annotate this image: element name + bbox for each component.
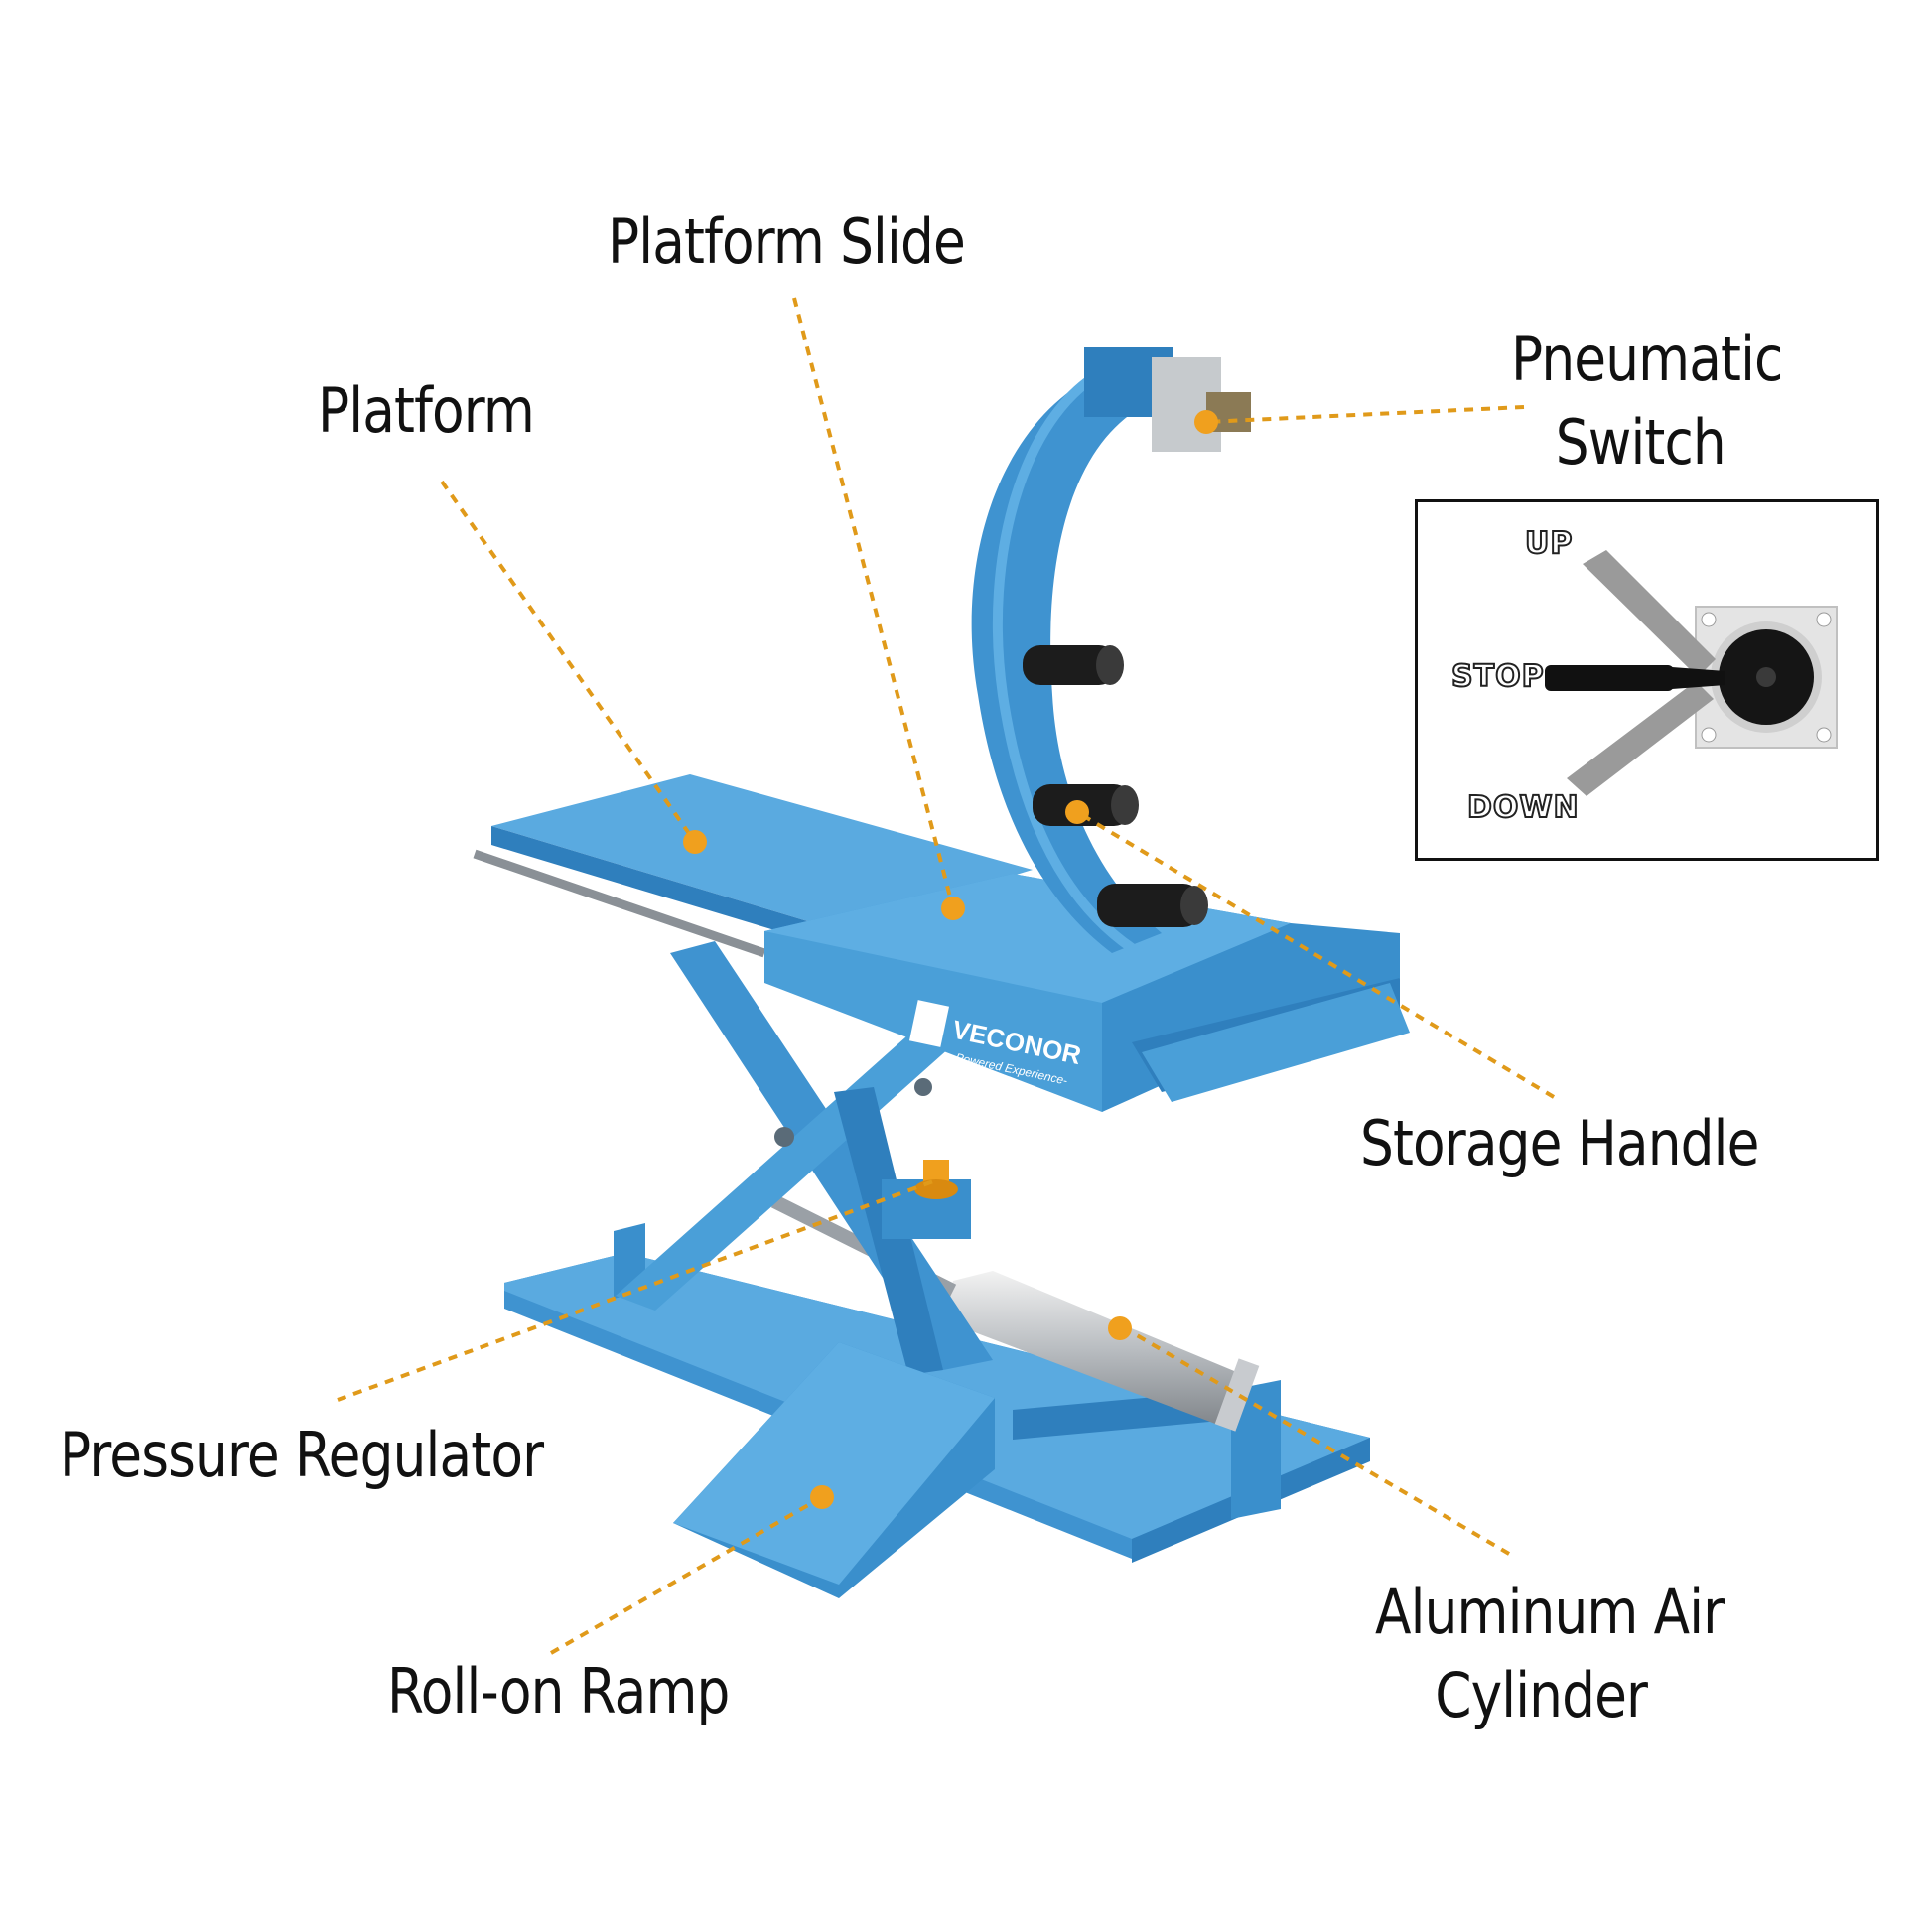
dot-platform — [683, 830, 707, 854]
platform — [473, 774, 1410, 1112]
label-aluminum-air-cylinder-line1: Aluminum Air — [1375, 1576, 1725, 1648]
switch-detail-inset: UP STOP DOWN — [1415, 499, 1879, 861]
switch-position-stop: STOP — [1450, 658, 1545, 695]
leader-lines — [337, 297, 1556, 1655]
leader-pressure-regulator — [337, 1179, 934, 1402]
leader-storage-handle — [1075, 810, 1556, 1099]
label-platform: Platform — [318, 374, 535, 447]
leader-roll-on-ramp — [550, 1495, 823, 1655]
switch-position-down: DOWN — [1466, 789, 1580, 826]
dot-aluminum-air-cylinder — [1108, 1316, 1132, 1340]
leader-pneumatic-switch — [1205, 405, 1525, 424]
dot-roll-on-ramp — [810, 1485, 834, 1509]
leader-platform — [440, 480, 697, 844]
switch-detail-drawing — [1545, 550, 1838, 796]
label-platform-slide: Platform Slide — [608, 206, 966, 278]
curved-stand — [971, 347, 1251, 953]
ramp — [673, 1342, 995, 1598]
leader-aluminum-air-cylinder — [1118, 1323, 1511, 1556]
dot-pneumatic-switch — [1194, 410, 1218, 434]
dot-platform-slide — [941, 897, 965, 920]
switch-position-up: UP — [1524, 525, 1574, 562]
lever-up-ghost — [1583, 550, 1716, 677]
label-pneumatic-switch-line1: Pneumatic — [1511, 323, 1783, 395]
stand-pegs — [1023, 645, 1208, 927]
pressure-regulator-part — [882, 1160, 971, 1239]
label-aluminum-air-cylinder-line2: Cylinder — [1435, 1659, 1648, 1731]
label-roll-on-ramp: Roll-on Ramp — [387, 1655, 730, 1727]
label-pressure-regulator: Pressure Regulator — [60, 1419, 544, 1491]
switch-base — [1695, 606, 1838, 749]
label-pneumatic-switch-line2: Switch — [1555, 406, 1726, 479]
lever-stop — [1545, 665, 1725, 691]
label-aluminum-air-cylinder: Aluminum Air Cylinder — [1375, 1571, 1725, 1737]
dot-storage-handle — [1065, 800, 1089, 824]
callout-dots — [683, 410, 1218, 1509]
label-pneumatic-switch: Pneumatic Switch — [1511, 318, 1783, 484]
lever-down-ghost — [1567, 681, 1714, 796]
leader-platform-slide — [792, 297, 955, 909]
label-storage-handle: Storage Handle — [1360, 1107, 1759, 1179]
